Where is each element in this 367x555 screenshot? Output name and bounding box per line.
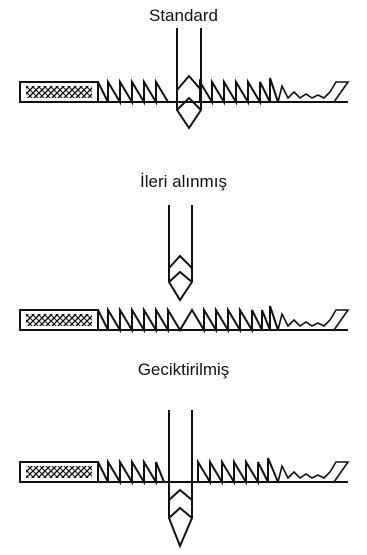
sawtooth-wave-right: [197, 457, 279, 486]
panel-label-retarded: Geciktirilmiş: [137, 360, 230, 379]
hatched-fill: [26, 314, 92, 326]
decay-wave: [277, 461, 350, 483]
decay-wave: [277, 81, 350, 103]
panel-advanced: [19, 205, 350, 334]
sawtooth-wave: [97, 458, 165, 486]
spark-plug-marker: [168, 205, 193, 302]
decay-wave: [277, 309, 350, 331]
sawtooth-wave: [97, 305, 279, 334]
panel-label-standard: Standard: [149, 6, 218, 25]
spark-plug-marker: [168, 410, 193, 549]
panel-retarded: [19, 410, 350, 549]
panel-standard: [19, 28, 350, 130]
panel-label-advanced: İleri alınmış: [140, 172, 227, 191]
timing-strip: [19, 305, 350, 334]
sawtooth-wave: [97, 78, 169, 106]
spark-plug-marker: [176, 28, 202, 130]
hatched-fill: [26, 466, 92, 478]
hatched-fill: [26, 86, 92, 98]
timing-strip: [19, 457, 350, 486]
sawtooth-wave-right: [199, 77, 279, 106]
